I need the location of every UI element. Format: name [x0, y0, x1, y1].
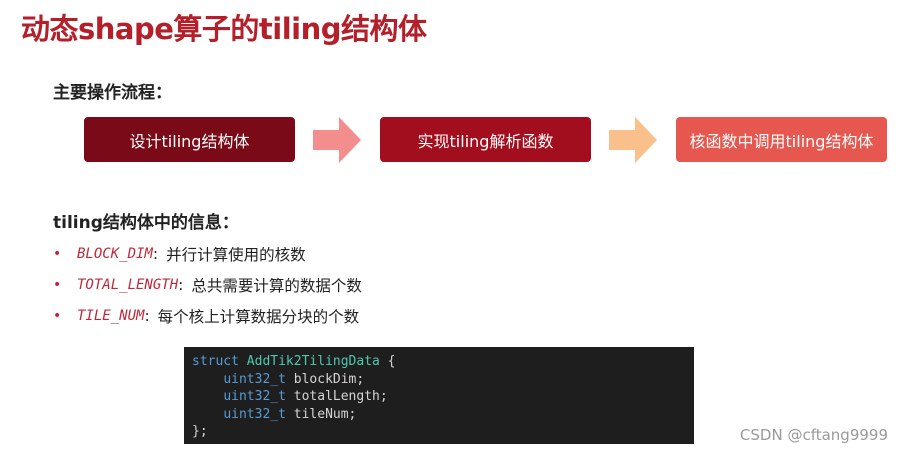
bullet-icon: • [53, 245, 62, 262]
code-field: blockDim; [293, 371, 365, 387]
code-brace-close: }; [192, 424, 208, 439]
flow-step-kernel: 核函数中调用tiling结构体 [676, 117, 887, 162]
separator: : [144, 306, 150, 325]
field-description: 并行计算使用的核数 [166, 245, 306, 264]
flow-step-design: 设计tiling结构体 [84, 117, 295, 162]
code-brace-open: { [379, 354, 396, 369]
arrow-right-icon [313, 117, 361, 163]
list-item: • TILE_NUM : 每个核上计算数据分块的个数 [53, 300, 362, 331]
field-name: TOTAL_LENGTH [77, 276, 179, 293]
code-block: struct AddTik2TilingData { uint32_t bloc… [184, 347, 694, 444]
field-description: 每个核上计算数据分块的个数 [157, 307, 360, 326]
code-type: uint32_t [223, 389, 286, 404]
watermark: CSDN @cftang9999 [739, 426, 888, 444]
bullet-icon: • [53, 276, 62, 293]
separator: : [178, 275, 184, 294]
code-type: uint32_t [223, 371, 286, 387]
list-item: • BLOCK_DIM : 并行计算使用的核数 [53, 238, 362, 269]
code-field: totalLength; [293, 389, 388, 404]
arrow-right-icon [609, 117, 657, 163]
flow-step-label: 核函数中调用tiling结构体 [689, 131, 874, 151]
code-type: uint32_t [223, 406, 286, 422]
separator: : [152, 244, 159, 263]
code-field: tileNum; [293, 406, 357, 422]
flow-step-label: 设计tiling结构体 [129, 131, 250, 151]
info-heading: tiling结构体中的信息： [53, 213, 239, 233]
page-title: 动态shape算子的tiling结构体 [21, 12, 427, 46]
info-list: • BLOCK_DIM : 并行计算使用的核数 • TOTAL_LENGTH :… [53, 238, 362, 331]
code-keyword: struct [192, 354, 239, 369]
code-struct-name: AddTik2TilingData [246, 354, 380, 369]
bullet-icon: • [53, 307, 62, 324]
list-item: • TOTAL_LENGTH : 总共需要计算的数据个数 [53, 269, 362, 300]
flow-heading: 主要操作流程： [53, 83, 172, 103]
field-description: 总共需要计算的数据个数 [191, 276, 362, 295]
field-name: TILE_NUM [77, 307, 145, 324]
flow-step-implement: 实现tiling解析函数 [380, 117, 591, 162]
field-name: BLOCK_DIM [77, 245, 153, 262]
flow-step-label: 实现tiling解析函数 [417, 131, 554, 151]
